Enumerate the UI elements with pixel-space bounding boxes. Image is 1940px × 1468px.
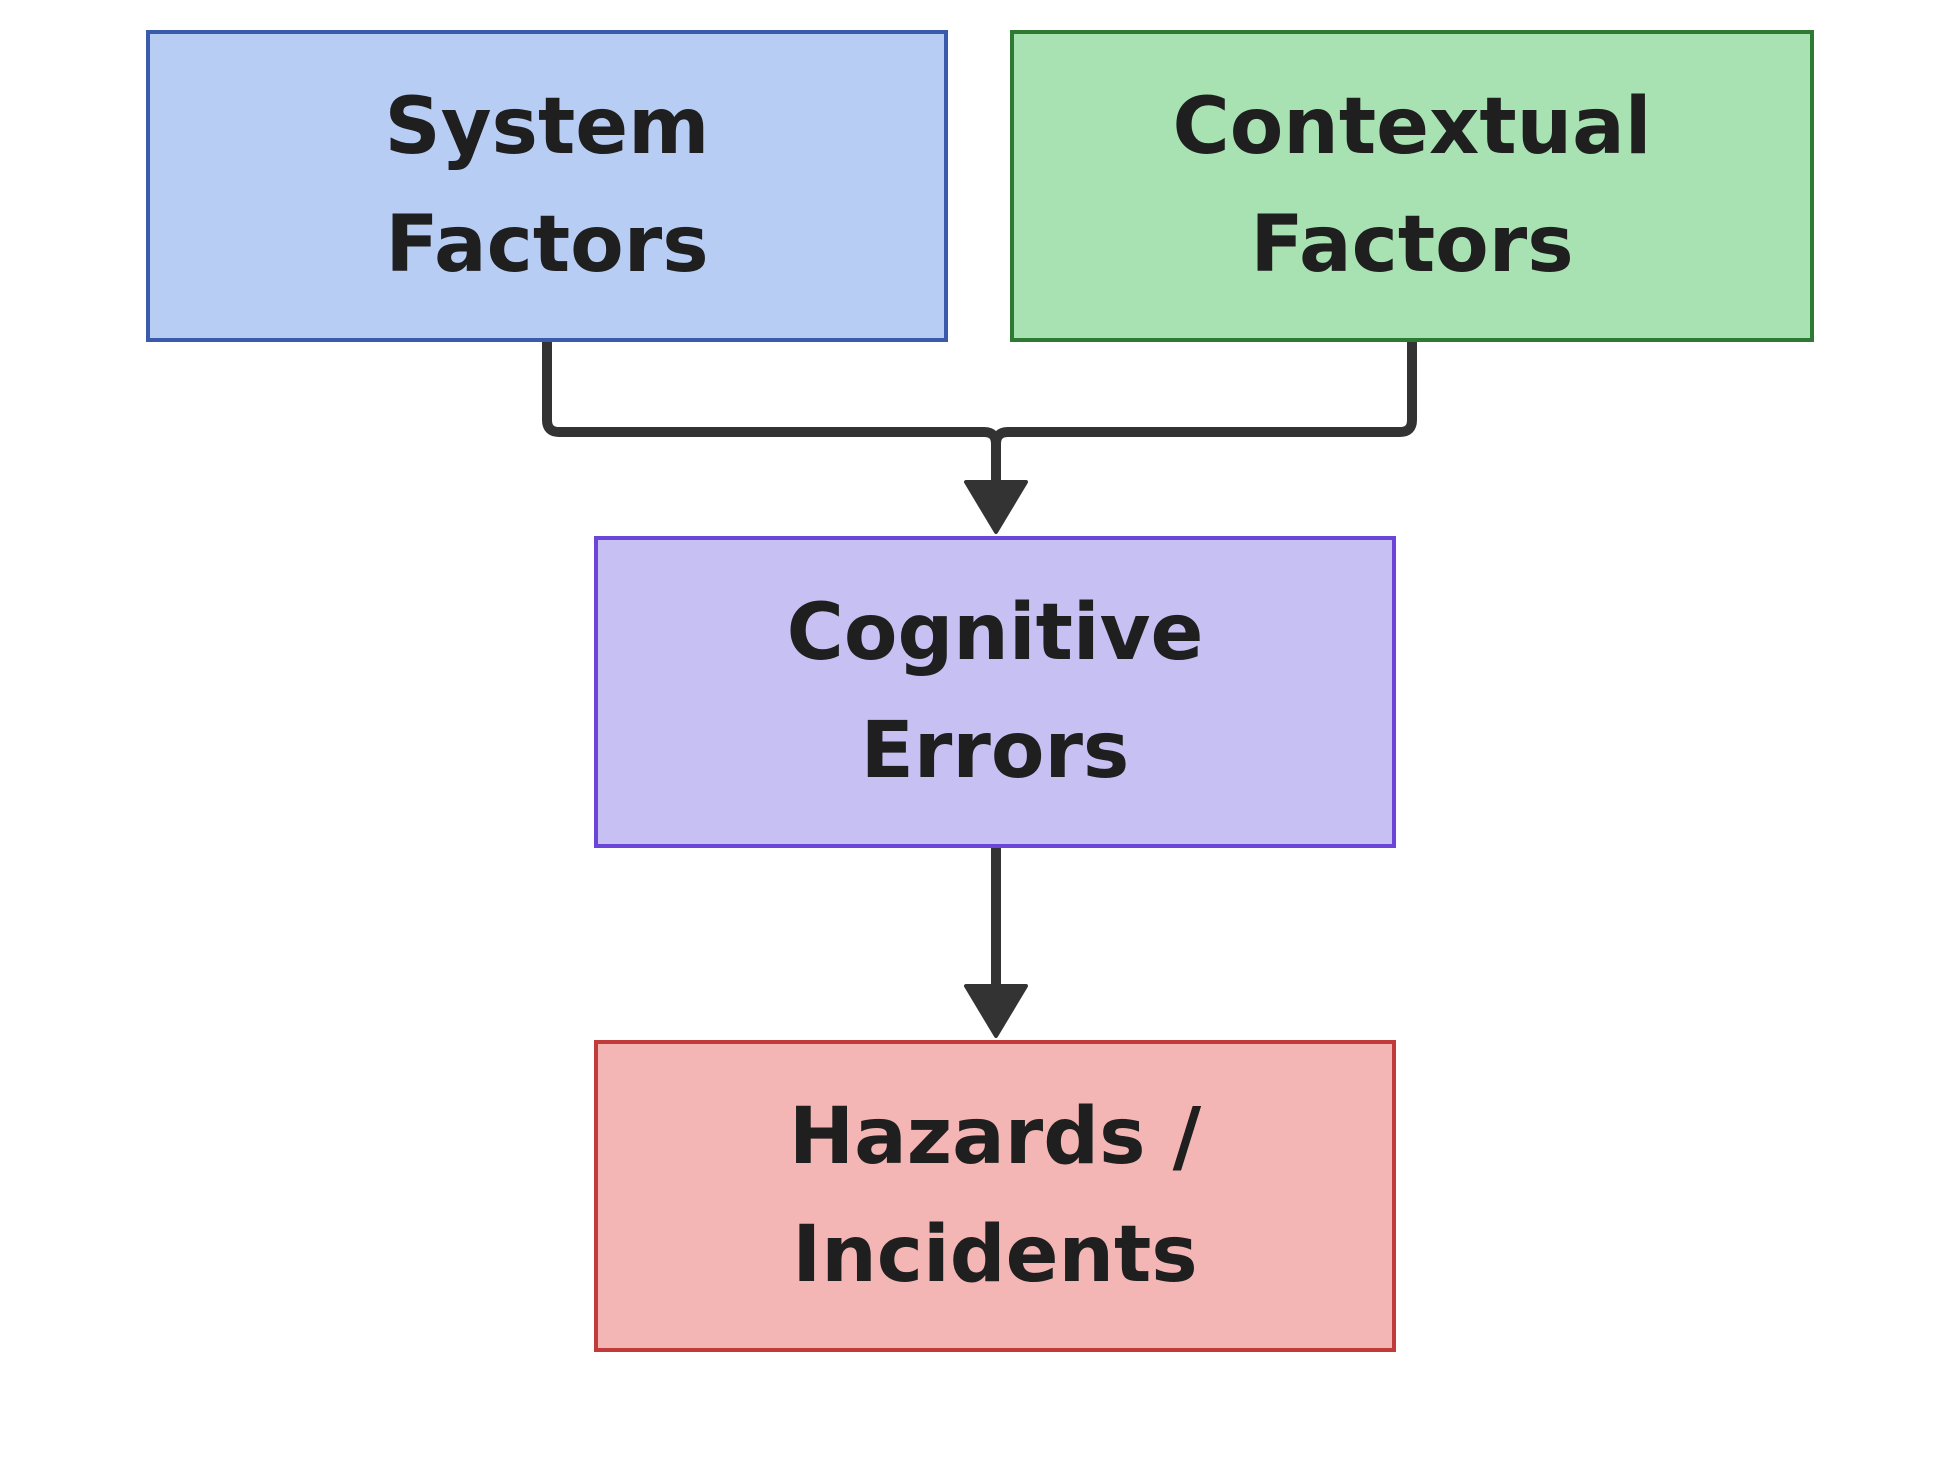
node-label-line: Cognitive xyxy=(786,588,1204,678)
arrowhead-into-hazards xyxy=(964,984,1028,1038)
node-label-line: System xyxy=(384,82,710,172)
edge-contextual-to-cognitive xyxy=(991,342,1417,490)
arrowhead-into-cognitive xyxy=(964,480,1028,534)
node-label-line: Factors xyxy=(1250,200,1574,290)
node-label-line: Factors xyxy=(385,200,709,290)
node-system-factors: System Factors xyxy=(146,30,948,342)
node-label-line: Contextual xyxy=(1172,82,1652,172)
node-label-line: Errors xyxy=(860,706,1130,796)
node-contextual-factors: Contextual Factors xyxy=(1010,30,1814,342)
node-label-line: Hazards / xyxy=(788,1092,1202,1182)
node-cognitive-errors: Cognitive Errors xyxy=(594,536,1396,848)
node-label-line: Incidents xyxy=(792,1210,1198,1300)
edge-system-to-cognitive xyxy=(542,342,1001,490)
node-hazards-incidents: Hazards / Incidents xyxy=(594,1040,1396,1352)
